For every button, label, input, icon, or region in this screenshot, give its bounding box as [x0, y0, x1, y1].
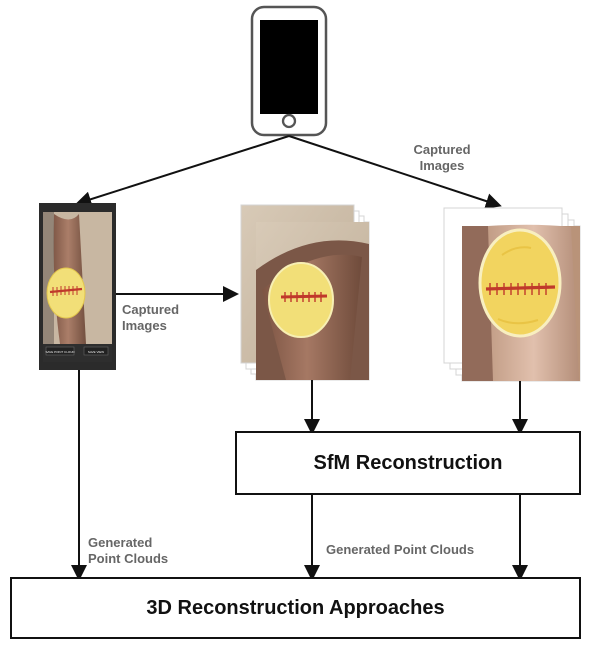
captured-images-middle-line2: Images [122, 318, 167, 333]
middle-image-stack [240, 204, 370, 381]
generated-point-clouds-left-line2: Point Clouds [88, 551, 169, 566]
generated-point-clouds-left-label: Generated Point Clouds [88, 535, 198, 567]
sfm-reconstruction-label: SfM Reconstruction [313, 451, 503, 474]
reconstruction-approaches-label: 3D Reconstruction Approaches [146, 596, 445, 619]
phone-preview-image: SAVE POINT CLOUD SAVE VIEW [39, 203, 116, 370]
captured-images-middle-line1: Captured [122, 302, 180, 317]
captured-images-middle-label: Captured Images [122, 302, 202, 334]
captured-images-top-line2: Images [419, 158, 465, 173]
save-view-button-preview [83, 346, 109, 356]
save-view-button-preview-label: SAVE VIEW [88, 350, 104, 354]
smartphone-icon [250, 5, 328, 137]
save-point-cloud-button-preview [45, 346, 75, 356]
reconstruction-approaches-box: 3D Reconstruction Approaches [10, 577, 581, 639]
arrow-phone-to-left-image [75, 135, 290, 207]
captured-images-top-label: Captured Images [408, 142, 476, 174]
generated-point-clouds-left-line1: Generated [88, 535, 153, 550]
right-image-stack [443, 207, 581, 382]
generated-point-clouds-right-label: Generated Point Clouds [326, 542, 475, 557]
captured-images-top-line1: Captured [413, 142, 471, 157]
arrow-phone-to-right-stack [288, 135, 502, 209]
save-point-cloud-button-preview-label: SAVE POINT CLOUD [45, 350, 75, 354]
sfm-reconstruction-box: SfM Reconstruction [235, 431, 581, 495]
